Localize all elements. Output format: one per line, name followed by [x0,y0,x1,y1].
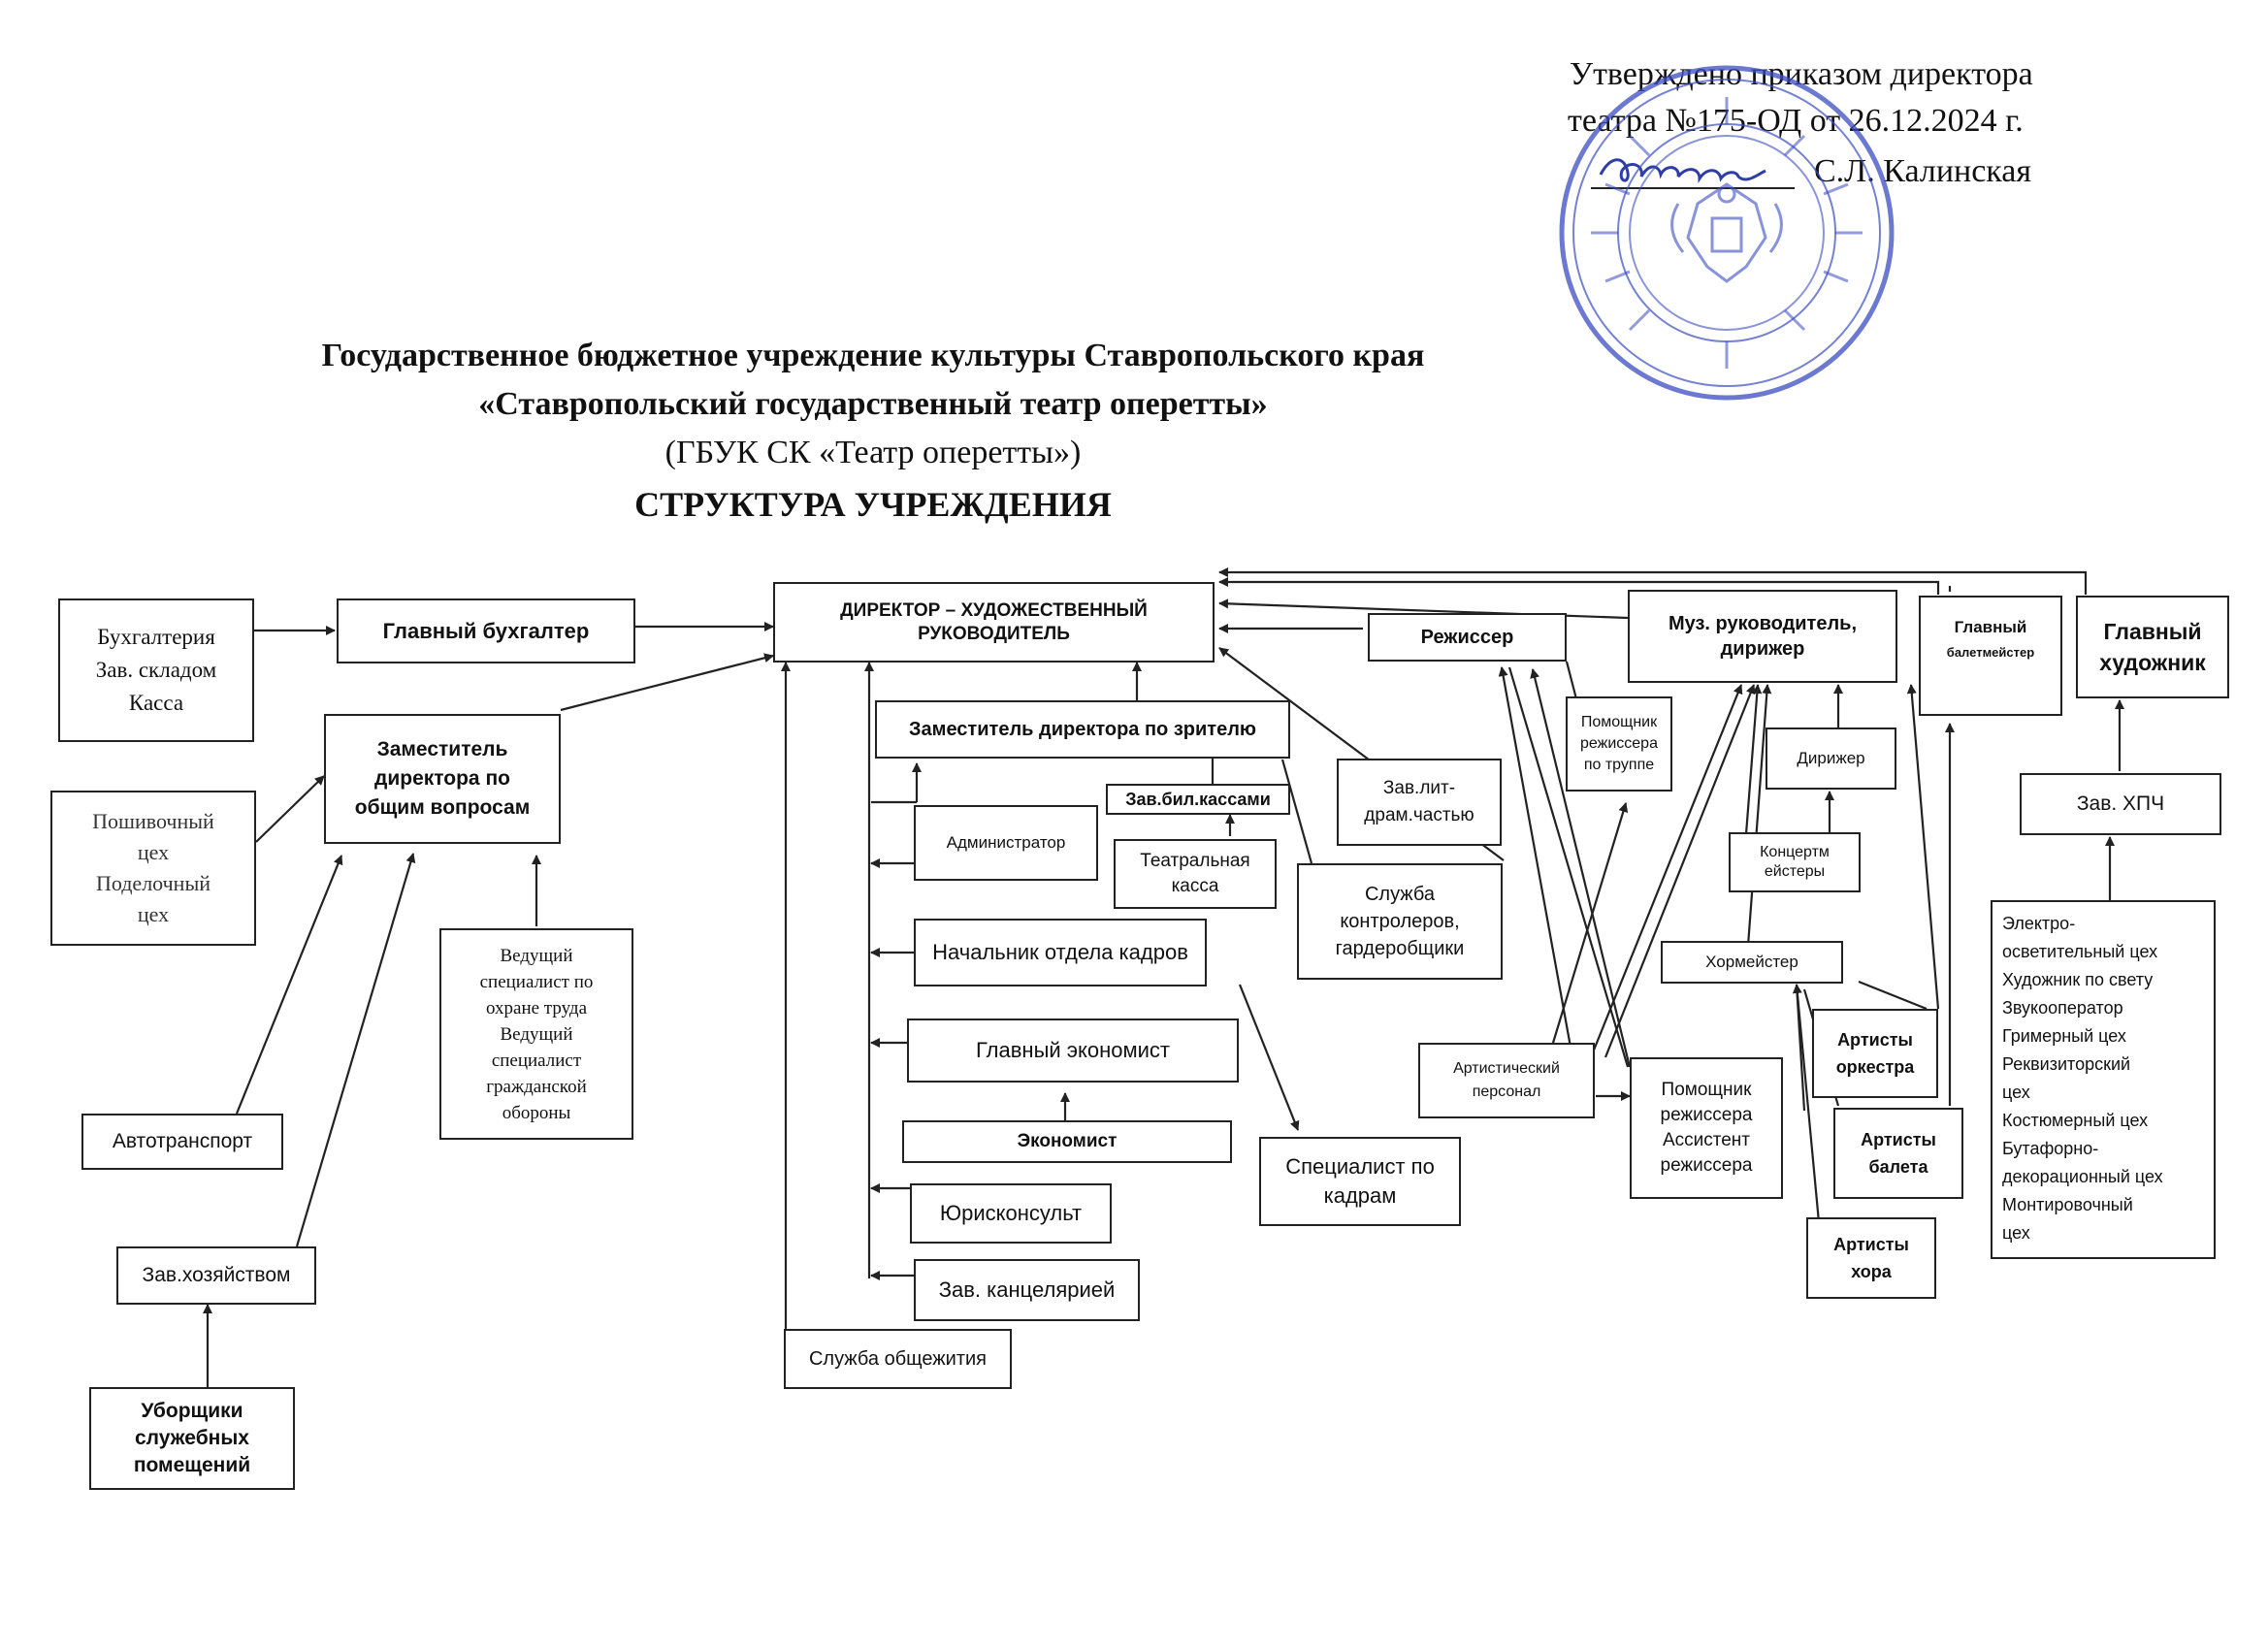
controllers-box: Служба контролеров, гардеробщики [1297,863,1503,980]
page-title: СТРУКТУРА УЧРЕЖДЕНИЯ [634,485,1112,524]
assistant-director-box: Помощник режиссера Ассистент режиссера [1630,1057,1783,1199]
conductor-box: Дирижер [1766,728,1896,790]
household-box: Зав.хозяйством [116,1246,316,1305]
deputy-general-box: Заместитель директора по общим вопросам [324,714,561,844]
hr-head-box: Начальник отдела кадров [914,919,1207,986]
ballet-artists-box: Артисты балета [1833,1108,1963,1199]
lawyer-box: Юрисконсульт [910,1183,1112,1244]
deputy-audience-box: Заместитель директора по зрителю [875,700,1290,759]
choirmaster-box: Хормейстер [1661,941,1843,984]
concertmasters-box: Концертм ейстеры [1729,832,1861,892]
stage-director-box: Режиссер [1368,613,1567,662]
assistant-troupe-box: Помощник режиссера по труппе [1566,696,1672,792]
chief-artist-box: Главный художник [2076,596,2229,698]
signature [1591,146,1795,192]
labor-safety-box: Ведущий специалист по охране труда Ведущ… [439,928,633,1140]
chief-balletmaster-sublabel: балетмейстер [1946,645,2035,660]
approval-line-3: С.Л. Калинская [1814,153,2032,189]
chief-balletmaster-label: Главный [1954,618,2027,636]
dormitory-box: Служба общежития [784,1329,1012,1389]
economist-box: Экономист [902,1120,1232,1163]
approval-line-2: театра №175-ОД от 26.12.2024 г. [1568,103,2024,139]
org-short-name: (ГБУК СК «Театр оперетты») [664,435,1082,470]
hr-specialist-box: Специалист по кадрам [1259,1137,1461,1226]
transport-box: Автотранспорт [81,1114,283,1170]
official-stamp [1552,58,1901,407]
director-box: ДИРЕКТОР – ХУДОЖЕСТВЕННЫЙ РУКОВОДИТЕЛЬ [773,582,1215,663]
chief-accountant-box: Главный бухгалтер [337,598,635,663]
administrator-box: Администратор [914,805,1098,881]
orchestra-box: Артисты оркестра [1812,1009,1938,1098]
chief-economist-box: Главный экономист [907,1018,1239,1083]
box-office-box: Театральная касса [1114,839,1277,909]
org-name-line-2: «Ставропольский государственный театр оп… [478,386,1268,422]
box-office-head-box: Зав.бил.кассами [1106,784,1290,815]
org-name-line-1: Государственное бюджетное учреждение кул… [321,338,1425,373]
hpch-head-box: Зав. ХПЧ [2020,773,2221,835]
accounting-box: Бухгалтерия Зав. складом Касса [58,598,254,742]
sewing-workshop-box: Пошивочный цех Поделочный цех [50,791,256,946]
office-head-box: Зав. канцелярией [914,1259,1140,1321]
workshops-box: Электро- осветительный цех Художник по с… [1991,900,2216,1259]
choir-artists-box: Артисты хора [1806,1217,1936,1299]
lit-drama-box: Зав.лит- драм.частью [1337,759,1502,846]
artistic-staff-box: Артистический персонал [1418,1043,1595,1118]
music-director-box: Муз. руководитель, дирижер [1628,590,1897,683]
cleaners-box: Уборщики служебных помещений [89,1387,295,1490]
chief-balletmaster-box: Главный балетмейстер [1919,596,2062,716]
